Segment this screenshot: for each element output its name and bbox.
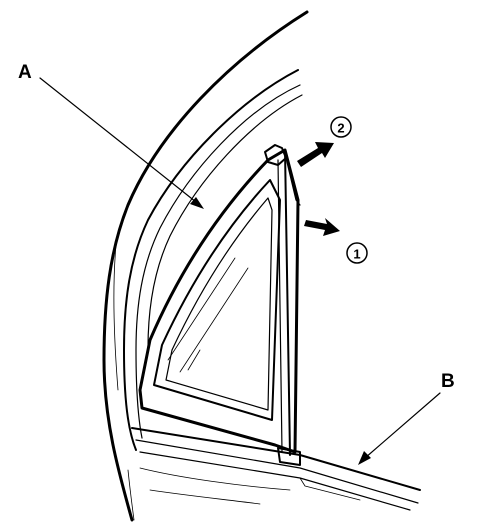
- step-2-marker: 2: [330, 116, 352, 138]
- callout-b-arrowhead: [358, 451, 371, 465]
- callout-b: B: [358, 371, 455, 465]
- step-1-label: 1: [353, 247, 360, 262]
- callout-a-label: A: [18, 62, 32, 83]
- step-1-marker: 1: [346, 242, 368, 264]
- callout-a: A: [18, 62, 204, 209]
- step-2-arrow: [297, 142, 334, 167]
- quarter-glass-assembly: [138, 144, 301, 466]
- callout-b-label: B: [441, 371, 455, 392]
- step-2-label: 2: [337, 121, 344, 136]
- step-1-arrow: [304, 218, 340, 236]
- callout-a-arrowhead: [190, 197, 204, 209]
- belt-molding: [131, 427, 421, 511]
- door-frame: [102, 10, 309, 522]
